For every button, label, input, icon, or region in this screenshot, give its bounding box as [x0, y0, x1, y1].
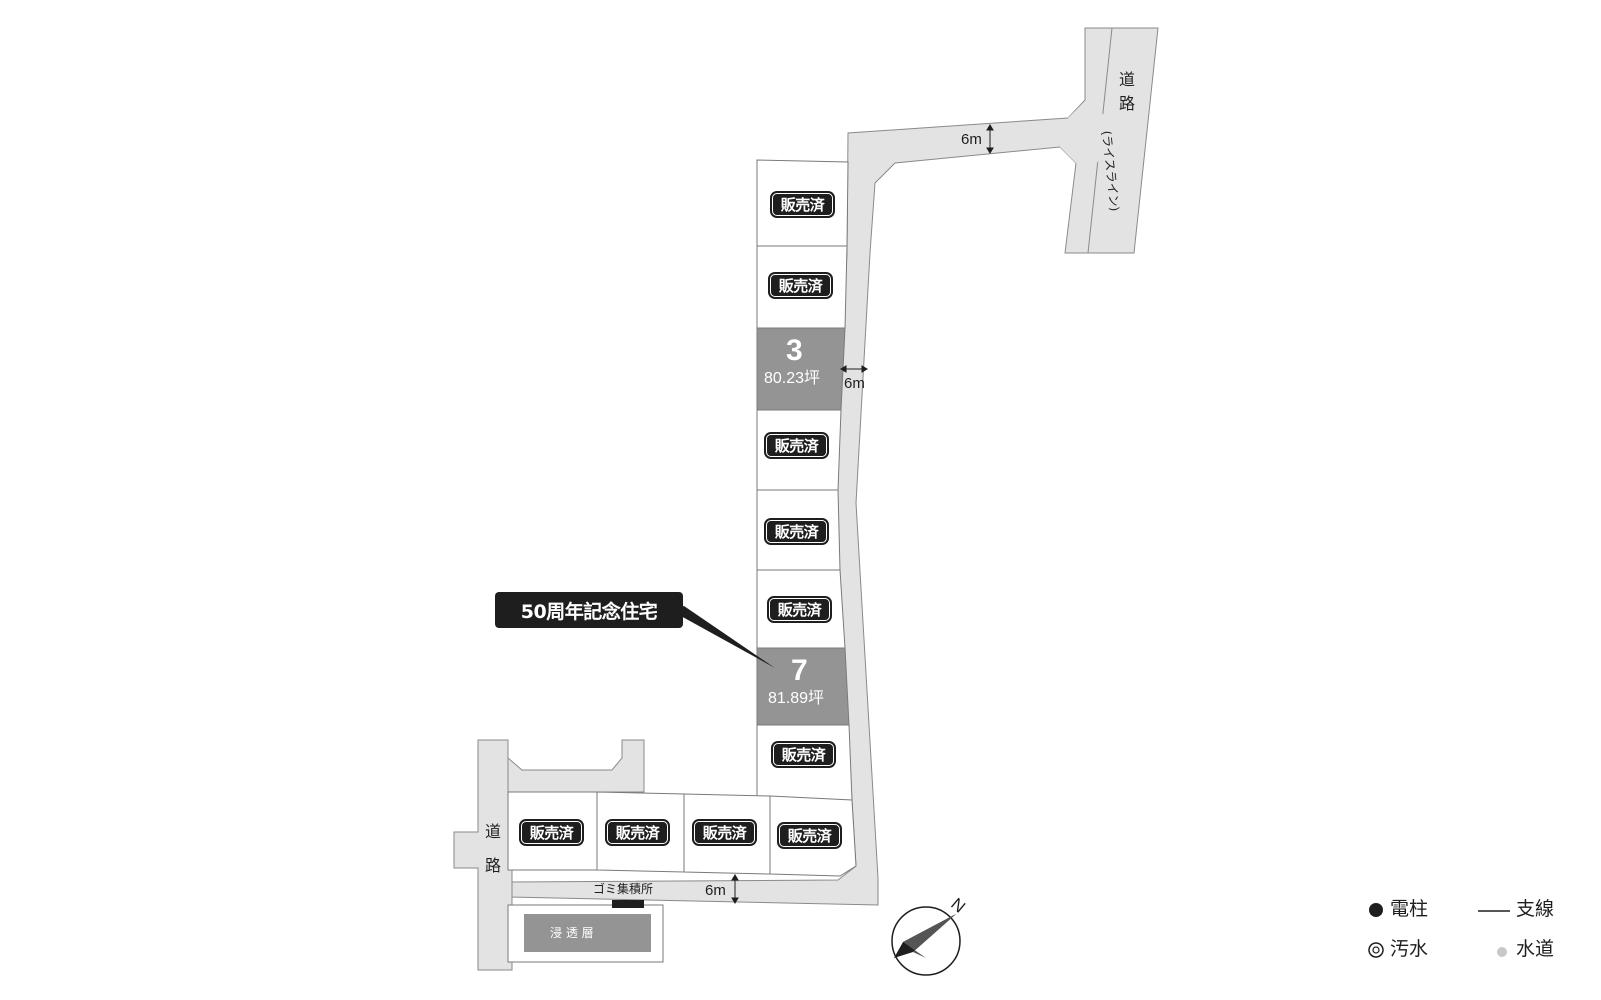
sold-badge-lot-s1: 販売済 — [519, 819, 584, 846]
road-width-north: 6m — [961, 131, 982, 148]
upper-west-street — [507, 739, 645, 793]
dimension-arrows — [731, 124, 994, 904]
sold-badge-lot-s2: 販売済 — [605, 819, 670, 846]
west-road-label: 道路 — [484, 822, 501, 875]
sewage-symbol — [1368, 942, 1384, 958]
lot-7-number: 7 — [791, 654, 808, 687]
west-road — [453, 739, 513, 971]
water-symbol — [1497, 947, 1507, 957]
sold-badge-lot-4: 販売済 — [764, 432, 829, 459]
sold-badge-lot-8: 販売済 — [771, 741, 836, 768]
sold-badge-lot-1: 販売済 — [770, 191, 835, 218]
lot-7 — [756, 647, 850, 726]
sold-badge-lot-s4: 販売済 — [777, 822, 842, 849]
rice-line-road-label: 道路 — [1118, 70, 1135, 113]
legend-water-label: 水道 — [1516, 938, 1555, 960]
anniversary-house-callout: 50周年記念住宅 — [495, 592, 683, 628]
lot-7-area: 81.89坪 — [768, 690, 825, 707]
sold-badge-lot-5: 販売済 — [764, 518, 829, 545]
spur-connection — [1060, 100, 1110, 170]
garbage-station — [612, 900, 644, 908]
lot-3-number: 3 — [786, 334, 803, 367]
infiltration-layer — [524, 914, 651, 952]
lot-3 — [756, 327, 846, 411]
road-width-south: 6m — [705, 882, 726, 899]
infiltration-layer-label: 浸 透 層 — [550, 926, 594, 940]
legend-pole-label: 電柱 — [1390, 898, 1429, 920]
lot-3-area: 80.23坪 — [764, 370, 821, 387]
pole-symbol — [1369, 903, 1383, 917]
sold-badge-lot-2: 販売済 — [768, 272, 833, 299]
legend-wire-label: 支線 — [1516, 898, 1555, 920]
rice-line-road — [1087, 27, 1159, 254]
road-width-middle: 6m — [844, 375, 865, 392]
compass-rose — [891, 906, 961, 976]
legend-sewage-label: 汚水 — [1390, 938, 1429, 960]
sold-badge-lot-s3: 販売済 — [692, 819, 757, 846]
sold-badge-lot-6: 販売済 — [767, 596, 832, 623]
garbage-station-label: ゴミ集積所 — [593, 882, 654, 896]
callout-pointer — [670, 606, 775, 668]
legend-symbols — [1368, 903, 1510, 958]
